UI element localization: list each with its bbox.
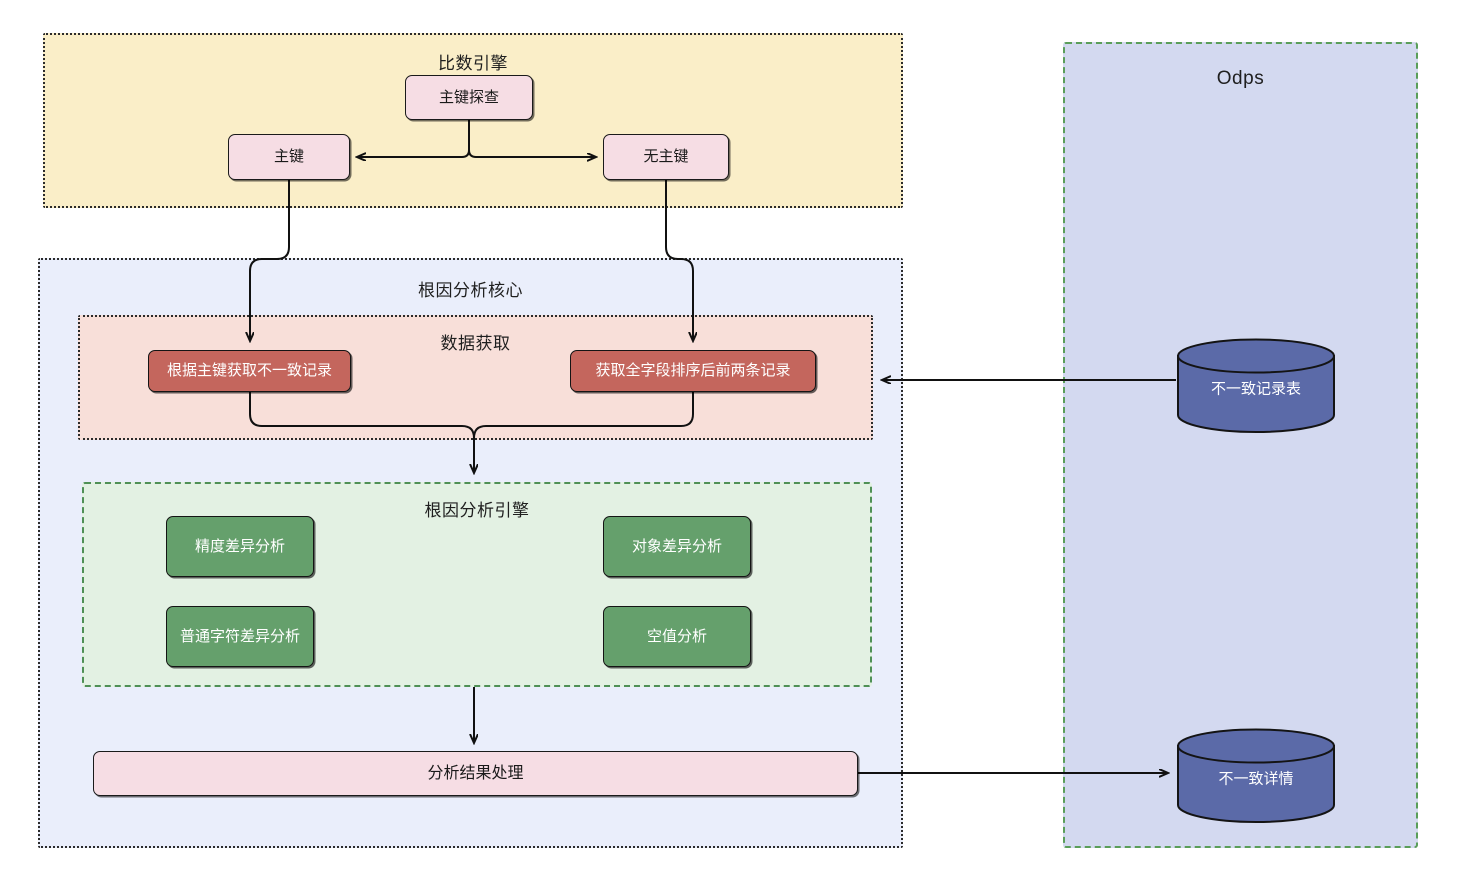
node-object-diff-label: 对象差异分析: [631, 537, 722, 555]
node-charset-diff[interactable]: 普通字符差异分析: [166, 606, 314, 667]
node-pk-probe[interactable]: 主键探查: [405, 75, 533, 120]
database-inconsistent-details[interactable]: 不一致详情: [1176, 728, 1336, 823]
node-fetch-sorted-label: 获取全字段排序后前两条记录: [595, 362, 791, 379]
node-fetch-by-pk[interactable]: 根据主键获取不一致记录: [148, 350, 351, 392]
panel-odps-title: Odps: [1216, 68, 1265, 89]
database-inconsistent-records-table[interactable]: 不一致记录表: [1176, 338, 1336, 433]
node-object-diff[interactable]: 对象差异分析: [603, 516, 751, 577]
panel-compare-engine-title: 比数引擎: [438, 54, 508, 73]
cylinder-icon: [1177, 728, 1335, 823]
panel-analysis-engine-title: 根因分析引擎: [424, 501, 530, 520]
panel-odps: Odps: [1063, 42, 1418, 848]
node-null-analysis-label: 空值分析: [646, 627, 707, 645]
node-precision-diff[interactable]: 精度差异分析: [166, 516, 314, 577]
node-charset-diff-label: 普通字符差异分析: [179, 627, 300, 645]
node-no-pk-label: 无主键: [643, 148, 689, 165]
panel-compare-engine: 比数引擎: [43, 33, 903, 208]
node-precision-diff-label: 精度差异分析: [194, 537, 285, 555]
cylinder-icon: [1177, 338, 1335, 433]
node-null-analysis[interactable]: 空值分析: [603, 606, 751, 667]
node-fetch-sorted[interactable]: 获取全字段排序后前两条记录: [570, 350, 816, 392]
panel-root-cause-core-title: 根因分析核心: [418, 281, 523, 300]
node-no-pk[interactable]: 无主键: [603, 134, 729, 180]
node-result-processing-label: 分析结果处理: [427, 764, 524, 782]
node-pk-label: 主键: [273, 148, 304, 165]
node-pk-probe-label: 主键探查: [438, 88, 499, 106]
panel-data-fetch-title: 数据获取: [440, 334, 511, 353]
node-pk[interactable]: 主键: [228, 134, 350, 180]
node-fetch-by-pk-label: 根据主键获取不一致记录: [166, 362, 332, 379]
node-result-processing[interactable]: 分析结果处理: [93, 751, 858, 796]
